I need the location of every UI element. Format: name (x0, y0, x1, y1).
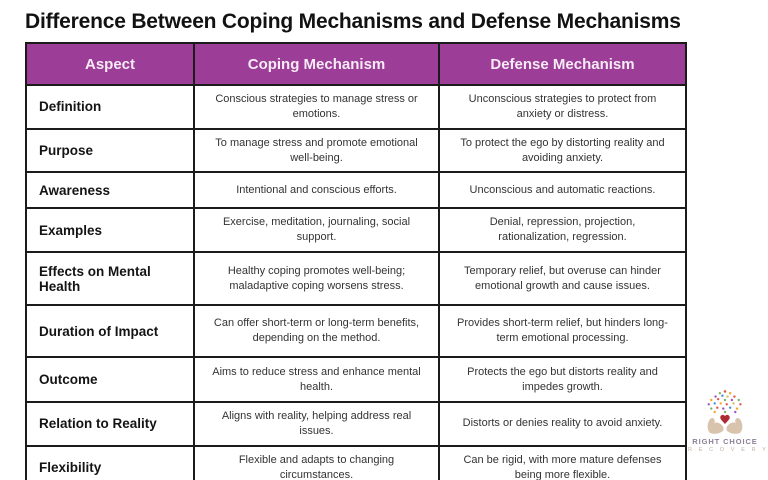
comparison-table: Aspect Coping Mechanism Defense Mechanis… (25, 42, 687, 480)
aspect-cell: Outcome (25, 356, 195, 404)
coping-cell: Can offer short-term or long-term benefi… (193, 304, 440, 359)
logo-name-text: RIGHT CHOICE (692, 437, 758, 446)
coping-cell: Exercise, meditation, journaling, social… (193, 207, 440, 254)
coping-cell: Flexible and adapts to changing circumst… (193, 444, 440, 480)
table-row: Outcome Aims to reduce stress and enhanc… (25, 356, 687, 404)
coping-cell: Conscious strategies to manage stress or… (193, 84, 440, 130)
logo-subname-text: R E C O V E R Y (688, 447, 768, 453)
defense-cell: Unconscious strategies to protect from a… (438, 84, 687, 130)
table-row: Purpose To manage stress and promote emo… (25, 127, 687, 174)
table-row: Flexibility Flexible and adapts to chang… (25, 444, 687, 480)
table-row: Effects on Mental Health Healthy coping … (25, 251, 687, 307)
table-row: Definition Conscious strategies to manag… (25, 84, 687, 130)
defense-cell: Provides short-term relief, but hinders … (438, 304, 687, 359)
aspect-cell: Effects on Mental Health (25, 251, 195, 307)
coping-cell: Aligns with reality, helping address rea… (193, 401, 440, 447)
defense-cell: Unconscious and automatic reactions. (438, 171, 687, 210)
table-row: Relation to Reality Aligns with reality,… (25, 401, 687, 447)
defense-cell: To protect the ego by distorting reality… (438, 127, 687, 174)
aspect-cell: Purpose (25, 127, 195, 174)
aspect-cell: Examples (25, 207, 195, 254)
column-header-aspect: Aspect (25, 42, 195, 86)
aspect-cell: Definition (25, 84, 195, 130)
table-row: Awareness Intentional and conscious effo… (25, 171, 687, 210)
defense-cell: Denial, repression, projection, rational… (438, 207, 687, 254)
coping-cell: Aims to reduce stress and enhance mental… (193, 356, 440, 404)
right-choice-recovery-logo: RIGHT CHOICE R E C O V E R Y (688, 388, 768, 453)
aspect-cell: Duration of Impact (25, 304, 195, 359)
defense-cell: Temporary relief, but overuse can hinder… (438, 251, 687, 307)
aspect-cell: Awareness (25, 171, 195, 210)
table-row: Duration of Impact Can offer short-term … (25, 304, 687, 359)
coping-cell: Intentional and conscious efforts. (193, 171, 440, 210)
defense-cell: Distorts or denies reality to avoid anxi… (438, 401, 687, 447)
hands-heart-tree-icon (707, 390, 743, 434)
page-title: Difference Between Coping Mechanisms and… (25, 10, 681, 33)
coping-cell: To manage stress and promote emotional w… (193, 127, 440, 174)
coping-cell: Healthy coping promotes well-being; mala… (193, 251, 440, 307)
column-header-defense: Defense Mechanism (438, 42, 687, 86)
column-header-coping: Coping Mechanism (193, 42, 440, 86)
defense-cell: Protects the ego but distorts reality an… (438, 356, 687, 404)
table-header-row: Aspect Coping Mechanism Defense Mechanis… (25, 42, 687, 86)
table-body: Definition Conscious strategies to manag… (25, 84, 687, 480)
aspect-cell: Relation to Reality (25, 401, 195, 447)
table-row: Examples Exercise, meditation, journalin… (25, 207, 687, 254)
aspect-cell: Flexibility (25, 444, 195, 480)
defense-cell: Can be rigid, with more mature defenses … (438, 444, 687, 480)
